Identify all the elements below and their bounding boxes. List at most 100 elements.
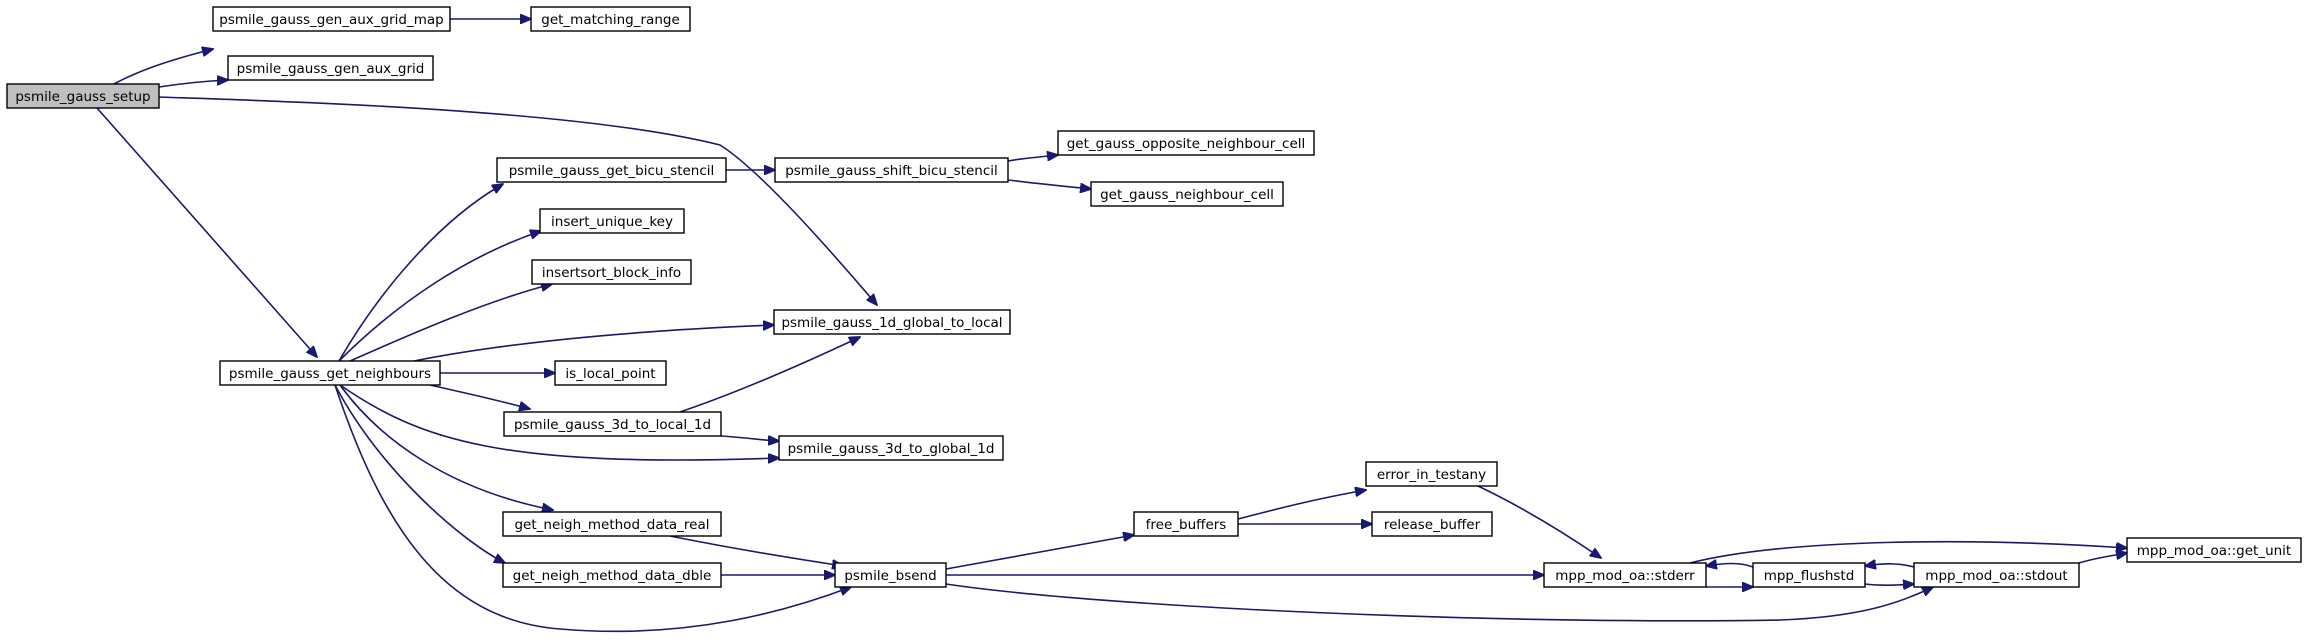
edge-free-to-err <box>1237 490 1366 520</box>
node-neigh[interactable]: psmile_gauss_get_neighbours <box>219 360 441 386</box>
node-stderr[interactable]: mpp_mod_oa::stderr <box>1543 562 1707 588</box>
node-label: get_neigh_method_data_real <box>514 517 709 533</box>
node-label: free_buffers <box>1146 517 1227 533</box>
node-label: psmile_gauss_gen_aux_grid <box>237 61 425 77</box>
node-flush[interactable]: mpp_flushstd <box>1752 562 1866 588</box>
node-shift[interactable]: psmile_gauss_shift_bicu_stencil <box>774 157 1009 183</box>
node-err[interactable]: error_in_testany <box>1365 461 1498 487</box>
node-l3d[interactable]: psmile_gauss_3d_to_local_1d <box>503 411 722 437</box>
node-box <box>1057 130 1315 156</box>
node-box <box>531 259 692 285</box>
edge-bsend-to-stdout <box>945 583 1933 622</box>
edge-setup-to-gen_grid <box>158 80 228 88</box>
node-box <box>554 360 667 386</box>
nodes-layer: psmile_gauss_setup psmile_gauss_gen_aux_g… <box>6 6 2302 588</box>
edge-neigh-to-dble <box>334 384 505 563</box>
node-stdout[interactable]: mpp_mod_oa::stdout <box>1913 562 2080 588</box>
node-box <box>227 55 434 81</box>
node-label: psmile_gauss_shift_bicu_stencil <box>785 163 998 179</box>
node-label: mpp_flushstd <box>1764 568 1855 584</box>
node-label: insertsort_block_info <box>542 265 681 281</box>
edge-err-to-stderr <box>1477 485 1601 558</box>
node-label: mpp_mod_oa::get_unit <box>2137 543 2291 559</box>
node-label: get_matching_range <box>541 12 680 28</box>
edge-bsend-to-free <box>945 535 1134 570</box>
node-box <box>773 309 1011 335</box>
edge-neigh-to-real <box>339 384 553 510</box>
node-label: psmile_gauss_get_bicu_stencil <box>509 163 715 179</box>
node-opp[interactable]: get_gauss_opposite_neighbour_cell <box>1057 130 1315 156</box>
node-box <box>539 208 685 234</box>
node-box <box>834 562 947 588</box>
node-box <box>503 411 722 437</box>
node-box <box>212 6 451 32</box>
edge-neigh-to-l3d <box>429 384 530 409</box>
node-box <box>1371 511 1493 537</box>
node-ins_key[interactable]: insert_unique_key <box>539 208 685 234</box>
node-dble[interactable]: get_neigh_method_data_dble <box>502 562 722 588</box>
edge-flush-to-stderr <box>1706 564 1754 568</box>
node-label: get_gauss_neighbour_cell <box>1100 187 1274 203</box>
node-label: psmile_gauss_3d_to_local_1d <box>514 417 711 433</box>
node-gen_grid[interactable]: psmile_gauss_gen_aux_grid <box>227 55 434 81</box>
node-box <box>1543 562 1707 588</box>
edge-shift-to-opp <box>1007 155 1058 162</box>
edge-neigh-to-g3d <box>339 384 779 460</box>
node-box <box>530 6 691 32</box>
node-box <box>2126 537 2302 563</box>
node-label: psmile_gauss_setup <box>15 89 150 105</box>
node-box <box>774 157 1009 183</box>
edge-stdout-to-unit <box>2078 553 2127 564</box>
node-box <box>219 360 441 386</box>
node-real[interactable]: get_neigh_method_data_real <box>502 511 722 537</box>
node-ins_sort[interactable]: insertsort_block_info <box>531 259 692 285</box>
node-setup[interactable]: psmile_gauss_setup <box>6 83 160 109</box>
edge-stdout-to-flush <box>1865 564 1915 567</box>
node-label: get_gauss_opposite_neighbour_cell <box>1067 136 1306 152</box>
edge-setup-to-g2l <box>158 96 877 305</box>
edge-stderr-to-unit <box>1689 540 2127 564</box>
node-match[interactable]: get_matching_range <box>530 6 691 32</box>
node-box <box>1090 181 1284 207</box>
node-label: psmile_gauss_gen_aux_grid_map <box>219 12 443 28</box>
edge-neigh-to-ins_sort <box>349 284 552 362</box>
edge-neigh-to-ins_key <box>338 231 541 362</box>
node-bsend[interactable]: psmile_bsend <box>834 562 947 588</box>
node-label: psmile_gauss_get_neighbours <box>229 366 431 382</box>
node-neighcell[interactable]: get_gauss_neighbour_cell <box>1090 181 1284 207</box>
node-label: mpp_mod_oa::stdout <box>1925 568 2067 584</box>
node-box <box>502 511 722 537</box>
node-box <box>496 157 727 183</box>
edge-real-to-bsend <box>669 535 843 566</box>
edge-flush-to-stdout <box>1864 584 1914 585</box>
node-gen_map[interactable]: psmile_gauss_gen_aux_grid_map <box>212 6 451 32</box>
edge-l3d-to-g3d <box>720 435 779 441</box>
node-g3d[interactable]: psmile_gauss_3d_to_global_1d <box>778 435 1004 461</box>
edge-neigh-to-g2l <box>413 325 774 362</box>
node-box <box>502 562 722 588</box>
node-label: insert_unique_key <box>551 214 673 230</box>
node-islocal[interactable]: is_local_point <box>554 360 667 386</box>
edge-setup-to-neigh <box>96 107 317 357</box>
edge-shift-to-neighcell <box>1007 179 1091 189</box>
node-label: get_neigh_method_data_dble <box>513 568 712 584</box>
node-label: psmile_gauss_3d_to_global_1d <box>788 441 995 457</box>
node-box <box>1365 461 1498 487</box>
node-rel[interactable]: release_buffer <box>1371 511 1493 537</box>
node-bicu[interactable]: psmile_gauss_get_bicu_stencil <box>496 157 727 183</box>
node-label: psmile_gauss_1d_global_to_local <box>781 315 1002 331</box>
node-label: release_buffer <box>1384 517 1481 533</box>
node-g2l[interactable]: psmile_gauss_1d_global_to_local <box>773 309 1011 335</box>
node-label: is_local_point <box>565 366 655 382</box>
node-label: psmile_bsend <box>844 568 936 584</box>
node-box <box>778 435 1004 461</box>
node-label: error_in_testany <box>1377 467 1486 483</box>
edge-neigh-to-bsend <box>334 384 851 633</box>
node-box <box>1913 562 2080 588</box>
node-free[interactable]: free_buffers <box>1133 511 1239 537</box>
edge-l3d-to-g2l <box>679 337 860 413</box>
node-box <box>1133 511 1239 537</box>
node-label: mpp_mod_oa::stderr <box>1555 568 1695 584</box>
node-unit[interactable]: mpp_mod_oa::get_unit <box>2126 537 2302 563</box>
